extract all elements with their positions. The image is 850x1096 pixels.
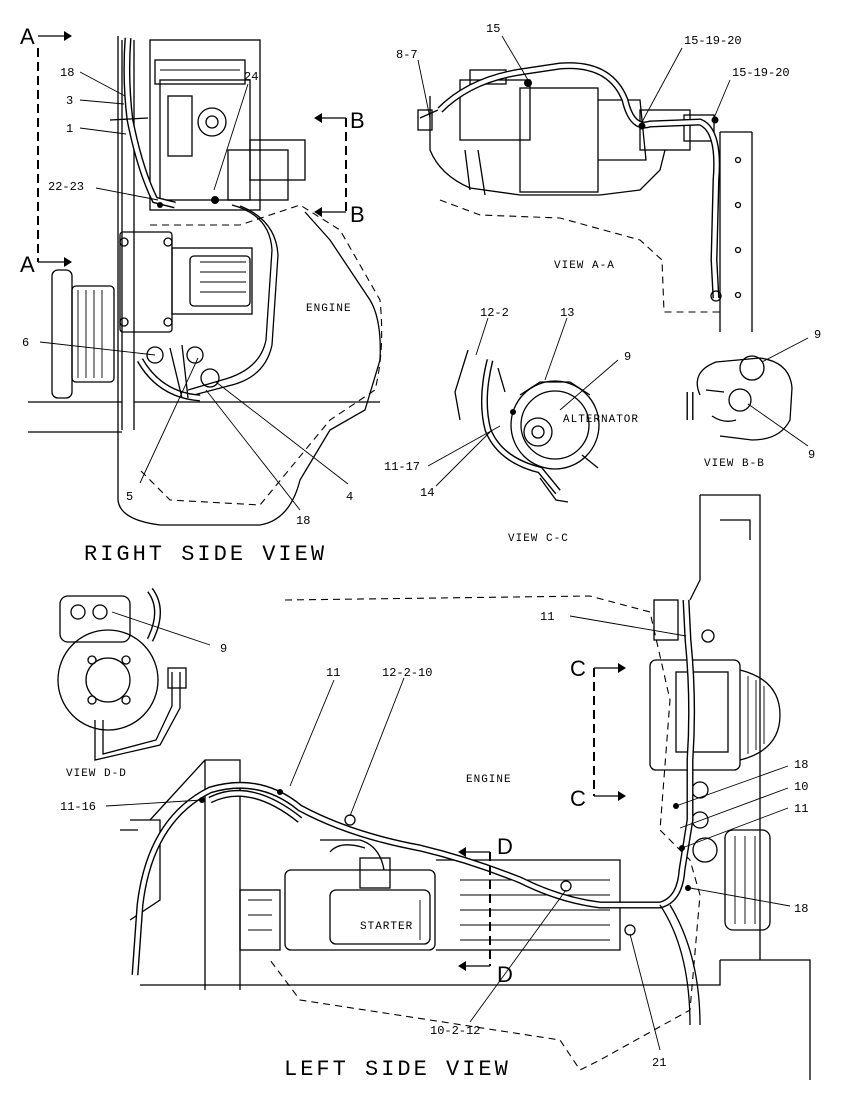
callout-18-bottom: 18 (296, 514, 310, 528)
section-c-top: C (570, 656, 586, 681)
right-side-view-title: RIGHT SIDE VIEW (84, 542, 327, 567)
callout-5: 5 (126, 490, 133, 504)
view-cc-caption: VIEW C-C (508, 533, 569, 545)
callout-14: 14 (420, 486, 434, 500)
callout-15-19-20-a: 15-19-20 (684, 34, 742, 48)
callout-11-16: 11-16 (60, 800, 96, 814)
section-a-top: A (20, 24, 35, 49)
section-d-bottom: D (497, 962, 513, 987)
callout-15: 15 (486, 22, 500, 36)
callout-9-dd: 9 (220, 642, 227, 656)
alternator-label: ALTERNATOR (563, 414, 639, 426)
right-side-view (28, 31, 383, 526)
view-cc (427, 317, 619, 503)
callout-11-top: 11 (540, 610, 554, 624)
callout-1: 1 (66, 122, 73, 136)
callout-12-2: 12-2 (480, 306, 509, 320)
section-d-top: D (497, 834, 513, 859)
view-dd (57, 587, 211, 761)
callout-8-7: 8-7 (396, 48, 418, 62)
callout-18-top: 18 (60, 66, 74, 80)
section-a-bottom: A (20, 252, 35, 277)
callout-21: 21 (652, 1056, 666, 1070)
callout-10-2-12: 10-2-12 (430, 1024, 480, 1038)
callout-18-left-bottom: 18 (794, 902, 808, 916)
section-c-bottom: C (570, 786, 586, 811)
callout-3: 3 (66, 94, 73, 108)
section-b-bottom: B (350, 202, 365, 227)
view-aa-caption: VIEW A-A (554, 260, 615, 272)
callout-18-left-top: 18 (794, 758, 808, 772)
callout-9-alternator: 9 (624, 350, 631, 364)
left-side-view (105, 494, 811, 1080)
callout-12-2-10: 12-2-10 (382, 666, 432, 680)
callout-24: 24 (244, 70, 258, 84)
view-aa (417, 35, 753, 332)
view-bb-caption: VIEW B-B (704, 458, 765, 470)
callout-15-19-20-b: 15-19-20 (732, 66, 790, 80)
engine-label-right: ENGINE (306, 303, 352, 315)
callout-10: 10 (794, 780, 808, 794)
callout-9-bb-top: 9 (814, 328, 821, 342)
view-bb (686, 337, 809, 447)
callout-11-17: 11-17 (384, 460, 420, 474)
callout-22-23: 22-23 (48, 180, 84, 194)
callout-11-mid: 11 (326, 666, 340, 680)
section-b-top: B (350, 108, 365, 133)
callout-11-right: 11 (794, 802, 808, 816)
starter-label: STARTER (360, 921, 413, 933)
view-dd-caption: VIEW D-D (66, 768, 127, 780)
callout-9-bb-bottom: 9 (808, 448, 815, 462)
callout-4: 4 (346, 490, 353, 504)
engine-label-left: ENGINE (466, 774, 512, 786)
callout-13: 13 (560, 306, 574, 320)
left-side-view-title: LEFT SIDE VIEW (284, 1057, 511, 1082)
callout-6: 6 (22, 336, 29, 350)
